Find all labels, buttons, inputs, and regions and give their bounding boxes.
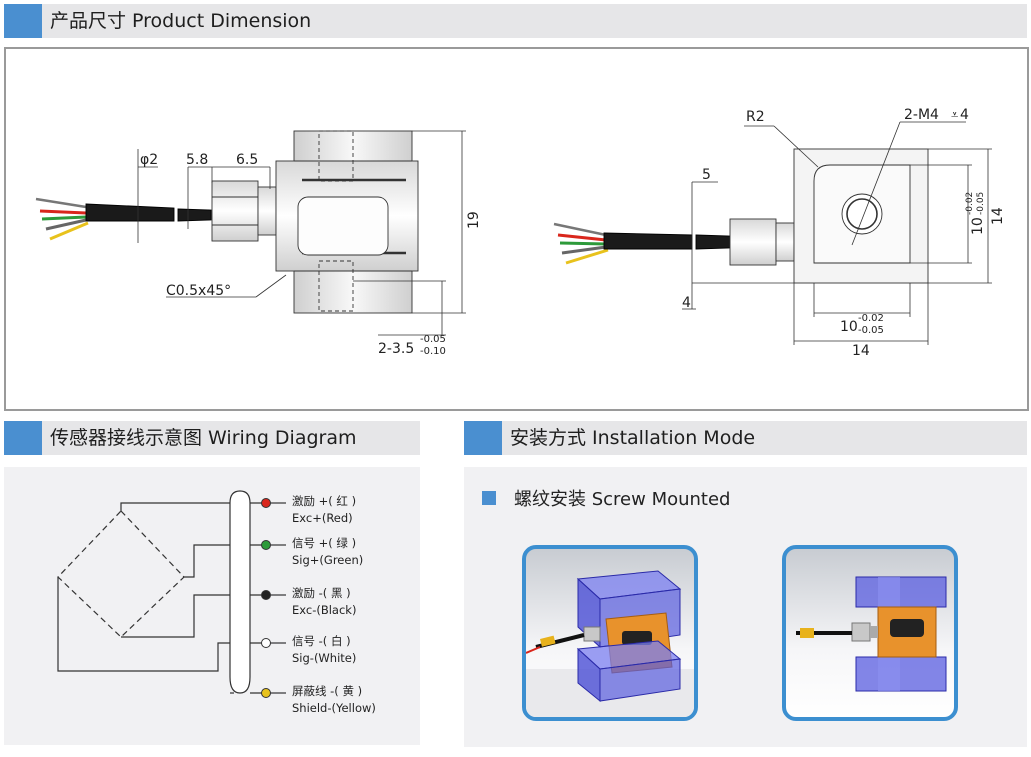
- dim-phi2: φ2: [140, 152, 158, 168]
- wire-terminal: [261, 638, 271, 648]
- dimension-drawing-panel: φ2 5.8 6.5 19 C0.5x45° 2-3.5 -0.05 -0.10…: [4, 47, 1029, 411]
- cable-wires-left: [35, 197, 89, 241]
- dim-10-vertical-upper-tol: -0.02: [965, 192, 975, 215]
- wire-label-en: Sig+(Green): [292, 553, 363, 567]
- dim-hole: 2-3.5: [378, 341, 414, 357]
- section-header-installation: 安装方式 Installation Mode: [464, 421, 1027, 455]
- wire-label-cn: 激励 +( 红 ): [292, 494, 356, 508]
- screw-mounted-photo-perspective: [522, 545, 698, 721]
- wire-label-en: Sig-(White): [292, 651, 356, 665]
- dim-5: 5: [702, 167, 711, 183]
- dim-r2: R2: [746, 109, 765, 125]
- dimension-drawing: φ2 5.8 6.5 19 C0.5x45° 2-3.5 -0.05 -0.10…: [35, 107, 1006, 359]
- wire-terminal: [261, 688, 271, 698]
- header-accent-block: [464, 421, 502, 455]
- section-title: 安装方式 Installation Mode: [510, 427, 756, 449]
- dim-hole-lower-tol: -0.10: [420, 346, 446, 357]
- dim-19: 19: [466, 211, 482, 229]
- bridge-circuit: [57, 510, 185, 638]
- wire-labels: 激励 +( 红 ) Exc+(Red) 信号 +( 绿 ) Sig+(Green) 激励…: [292, 494, 376, 715]
- wire-label-en: Exc+(Red): [292, 511, 353, 525]
- section-header-wiring: 传感器接线示意图 Wiring Diagram: [4, 421, 420, 455]
- wiring-diagram-panel: 激励 +( 红 ) Exc+(Red) 信号 +( 绿 ) Sig+(Green) 激励…: [4, 467, 420, 745]
- screw-mounted-photo-front: [782, 545, 958, 721]
- wire-terminal: [261, 498, 271, 508]
- wire-label-en: Exc-(Black): [292, 603, 356, 617]
- dim-m4-depth: 4: [960, 107, 969, 123]
- subsection-bullet: [482, 491, 496, 505]
- dim-hole-upper-tol: -0.05: [420, 334, 446, 345]
- wiring-diagram: 激励 +( 红 ) Exc+(Red) 信号 +( 绿 ) Sig+(Green) 激励…: [57, 490, 376, 715]
- dim-10-vertical: 10: [970, 217, 986, 235]
- dim-14-horizontal: 14: [852, 343, 870, 359]
- dim-chamfer: C0.5x45°: [166, 283, 231, 299]
- header-accent-block: [4, 421, 42, 455]
- installation-panel: 螺纹安装 Screw Mounted: [464, 467, 1027, 747]
- dim-5-8: 5.8: [186, 152, 208, 168]
- wire-terminals: [261, 498, 286, 698]
- dim-m4: 2-M4: [904, 107, 939, 123]
- wire-label-cn: 激励 -( 黑 ): [292, 586, 351, 600]
- depth-symbol: ⩡: [951, 108, 958, 123]
- cable-wires-right: [553, 222, 609, 265]
- section-title: 传感器接线示意图 Wiring Diagram: [50, 427, 357, 449]
- dim-10-horizontal-upper-tol: -0.02: [858, 313, 884, 324]
- wire-label-cn: 信号 -( 白 ): [292, 634, 351, 648]
- wire-label-en: Shield-(Yellow): [292, 701, 376, 715]
- header-accent-block: [4, 4, 42, 38]
- installation-subtitle: 螺纹安装 Screw Mounted: [514, 489, 731, 510]
- dim-4: 4: [682, 295, 691, 311]
- dim-14-vertical: 14: [990, 207, 1006, 225]
- dim-10-horizontal-lower-tol: -0.05: [858, 325, 884, 336]
- dim-10-horizontal: 10: [840, 319, 858, 335]
- wire-label-cn: 屏蔽线 -( 黄 ): [292, 684, 362, 698]
- wire-terminal: [261, 540, 271, 550]
- wire-terminal: [261, 590, 271, 600]
- section-header-dimension: 产品尺寸 Product Dimension: [4, 4, 1027, 38]
- section-title: 产品尺寸 Product Dimension: [50, 10, 312, 32]
- dim-6-5: 6.5: [236, 152, 258, 168]
- dim-10-vertical-lower-tol: -0.05: [976, 192, 986, 215]
- wire-label-cn: 信号 +( 绿 ): [292, 536, 356, 550]
